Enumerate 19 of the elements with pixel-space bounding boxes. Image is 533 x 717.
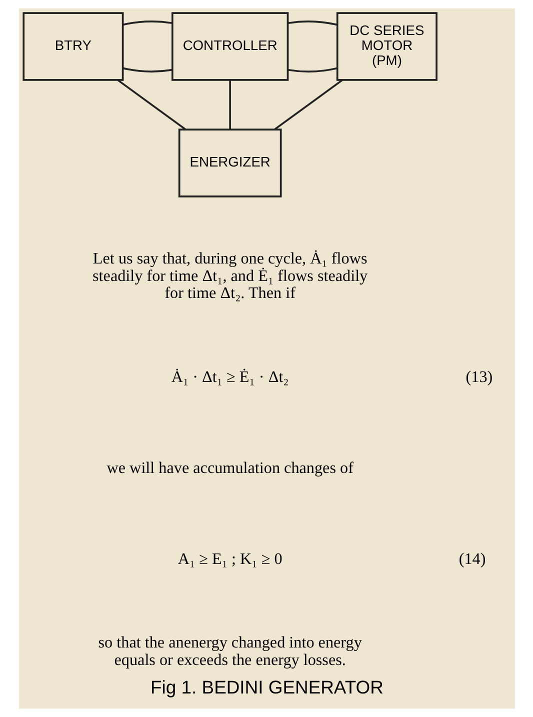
- label: A₁ ≥ E₁ ; K₁ ≥ 0: [177, 551, 282, 568]
- label: Let us say that, during one cycle, Ȧ₁ flows steadily for time Δt₁, and Ė₁ flows steadily for time Δt₂. Then if: [92, 250, 368, 302]
- label: so that the anenergy changed into energy equals or exceeds the energy losses.: [98, 634, 362, 669]
- caption: Fig 1. BEDINI GENERATOR: [150, 676, 383, 698]
- connector: [287, 20, 337, 26]
- node-box: CONTROLLER: [171, 12, 288, 81]
- node-box: ENERGIZER: [178, 128, 282, 198]
- label: we will have accumulation changes of: [106, 460, 353, 477]
- connector: [228, 80, 231, 130]
- node-box: BTRY: [22, 12, 124, 81]
- label: Ȧ₁ · Δt₁ ≥ Ė₁ · Δt₂: [170, 368, 288, 386]
- connector: [287, 67, 337, 72]
- connector: [116, 79, 186, 130]
- connector: [122, 20, 172, 26]
- connector: [122, 67, 172, 72]
- node-box: DC SERIES MOTOR (PM): [336, 12, 437, 81]
- label: (13): [465, 368, 492, 386]
- label: (14): [458, 551, 486, 568]
- connector: [274, 79, 342, 130]
